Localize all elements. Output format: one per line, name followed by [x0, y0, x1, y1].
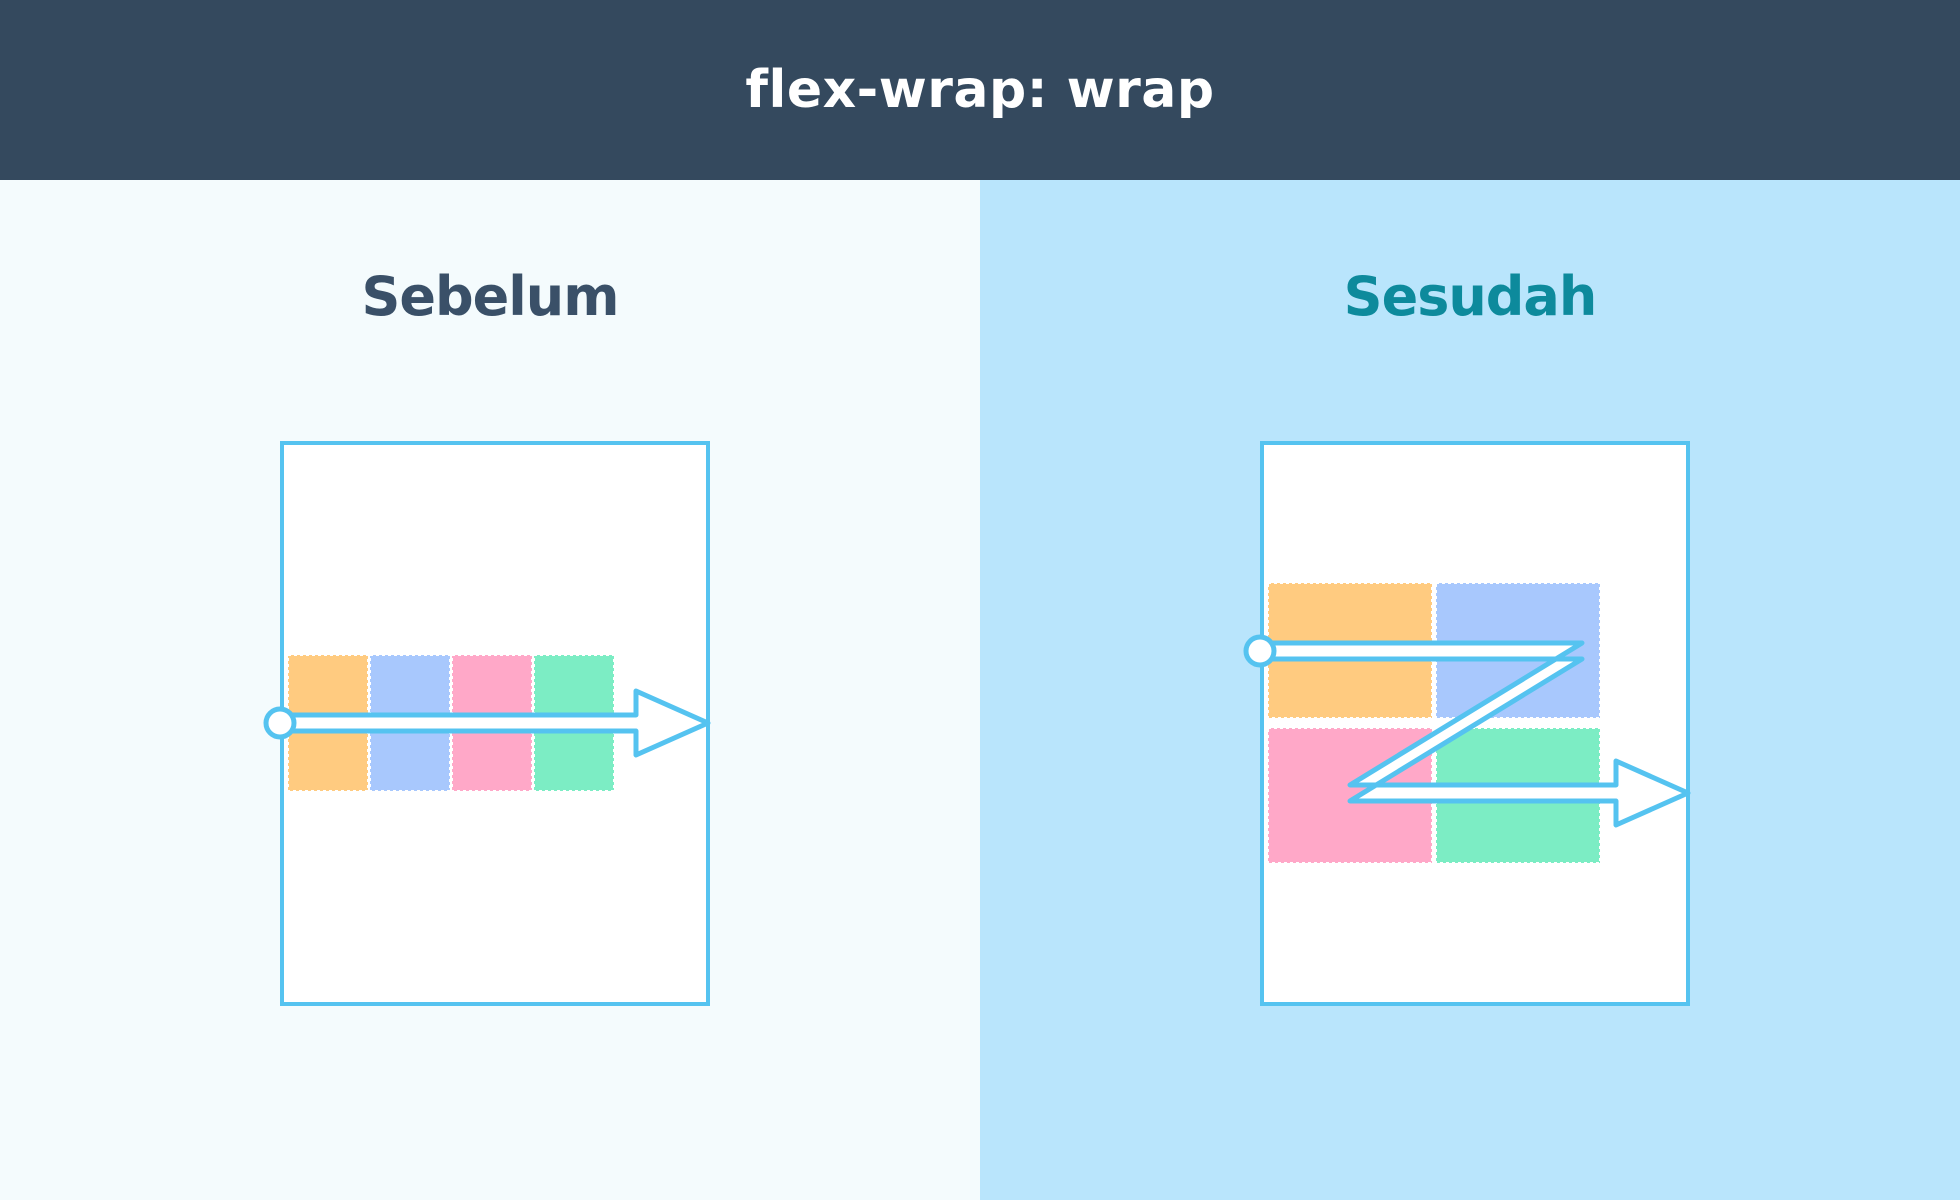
panel-after: Sesudah	[980, 180, 1960, 1200]
arrow-start-dot	[1243, 634, 1277, 668]
direction-arrow	[277, 688, 711, 758]
before-diagram-svg	[263, 654, 711, 792]
comparison-panels: Sebelum Sesudah	[0, 180, 1960, 1200]
panel-after-title: Sesudah	[1343, 265, 1598, 328]
after-diagram-svg	[1243, 582, 1691, 864]
wrap-arrow	[1257, 640, 1691, 828]
flex-container-before	[263, 441, 711, 1006]
page-title: flex-wrap: wrap	[745, 60, 1215, 120]
panel-before: Sebelum	[0, 180, 980, 1200]
arrow-start-dot	[263, 706, 297, 740]
flex-container-after	[1243, 441, 1691, 1006]
panel-before-title: Sebelum	[361, 265, 619, 328]
header-bar: flex-wrap: wrap	[0, 0, 1960, 180]
